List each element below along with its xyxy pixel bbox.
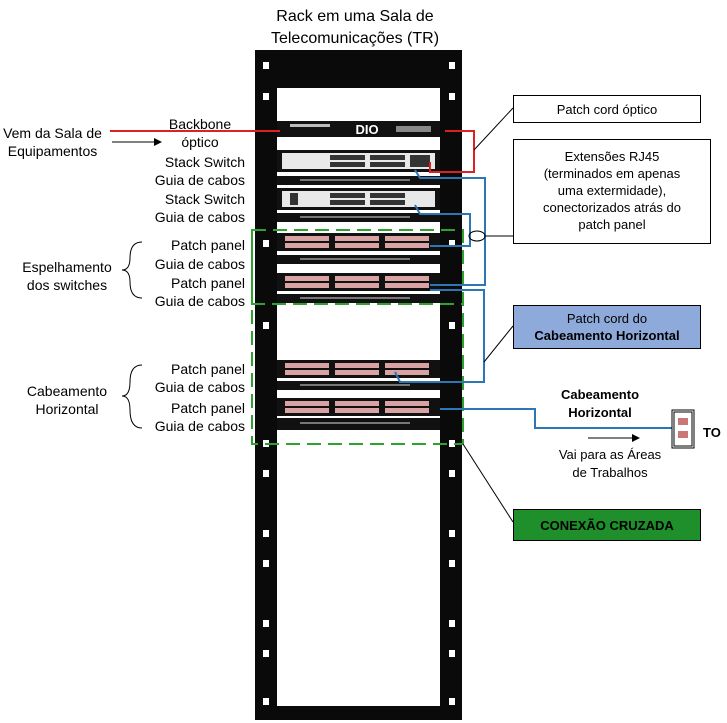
title-line-1: Rack em uma Sala de — [276, 8, 434, 25]
patch-panel-4 — [277, 398, 440, 416]
ext-line-2: (terminados em apenas — [543, 166, 681, 181]
callout-optical — [473, 107, 514, 151]
patch-panel-3 — [277, 360, 440, 378]
label-patch-panel-3: Patch panel — [171, 361, 245, 377]
work-line-1: Vai para as Áreas — [558, 447, 662, 462]
rj45-extension-2 — [414, 204, 471, 247]
cross-connect-box: CONEXÃO CRUZADA — [513, 509, 701, 541]
label-mirroring: Espelhamento dos switches — [12, 258, 122, 294]
hcab-line-2: Horizontal — [568, 405, 632, 420]
work-line-2: de Trabalhos — [572, 465, 648, 480]
horizontal-brace — [121, 364, 143, 429]
ext-line-5: patch panel — [578, 217, 646, 232]
label-cable-guide-3: Guia de cabos — [154, 256, 245, 272]
label-cable-guide-2: Guia de cabos — [154, 209, 245, 225]
rack-rail-holes — [263, 62, 455, 705]
callout-cross — [462, 443, 514, 523]
hcab-line-1: Cabeamento — [560, 387, 640, 402]
mirror-brace — [121, 241, 143, 299]
label-horizontal-cabling-right: Cabeamento Horizontal — [540, 386, 660, 422]
horizontal-patch-cord-box: Patch cord do Cabeamento Horizontal — [513, 305, 701, 349]
hcord-line-2: Cabeamento Horizontal — [534, 328, 680, 343]
label-cable-guide-5: Guia de cabos — [154, 379, 245, 395]
label-work-areas: Vai para as Áreas de Trabalhos — [545, 446, 675, 482]
title-line-2: Telecomunicações (TR) — [270, 30, 440, 47]
fiber-patch-cord — [429, 130, 475, 173]
horizontal-patch-cord — [394, 289, 485, 383]
label-from-equipment-room: Vem da Sala de Equipamentos — [0, 124, 105, 160]
cross-connect-dashed-box — [251, 229, 464, 445]
label-from-room-2: Equipamentos — [7, 143, 98, 159]
hcord-line-1: Patch cord do — [566, 311, 648, 326]
rj45-extensions-box: Extensões RJ45 (terminados em apenas uma… — [513, 139, 711, 244]
ext-line-1: Extensões RJ45 — [564, 149, 660, 164]
label-from-room-1: Vem da Sala de — [3, 125, 102, 141]
label-backbone-2: óptico — [181, 134, 219, 150]
label-backbone-1: Backbone — [168, 116, 232, 132]
label-horizontal-cabling: Cabeamento Horizontal — [12, 382, 122, 418]
optical-patch-cord-box: Patch cord óptico — [513, 95, 701, 123]
ext-line-3: uma extermidade), — [557, 183, 667, 198]
diagram-title: Rack em uma Sala de Telecomunicações (TR… — [230, 6, 480, 50]
telecom-outlet — [671, 409, 695, 449]
label-to: TO — [703, 425, 721, 440]
label-patch-panel-2: Patch panel — [171, 275, 245, 291]
ext-line-4: conectorizados atrás do — [542, 200, 682, 215]
label-patch-panel-1: Patch panel — [171, 237, 245, 253]
rj45-extension-1 — [414, 169, 486, 286]
label-cable-guide-6: Guia de cabos — [154, 418, 245, 434]
arrow-in — [154, 138, 162, 146]
label-stack-switch-2: Stack Switch — [164, 191, 245, 207]
arrow-out — [632, 434, 640, 442]
label-stack-switch-1: Stack Switch — [164, 154, 245, 170]
patch-panel-1 — [277, 233, 440, 251]
label-horizontal-2: Horizontal — [35, 401, 99, 417]
label-horizontal-1: Cabeamento — [26, 383, 108, 399]
patch-panel-2 — [277, 273, 440, 291]
label-cable-guide-1: Guia de cabos — [154, 172, 245, 188]
dio-label: DIO — [355, 122, 378, 137]
label-mirroring-1: Espelhamento — [22, 259, 112, 275]
label-patch-panel-4: Patch panel — [171, 400, 245, 416]
label-cable-guide-4: Guia de cabos — [154, 293, 245, 309]
horizontal-cable-line — [440, 408, 672, 429]
callout-hcord — [483, 325, 514, 363]
label-mirroring-2: dos switches — [26, 277, 108, 293]
label-backbone: Backbone óptico — [155, 115, 245, 151]
